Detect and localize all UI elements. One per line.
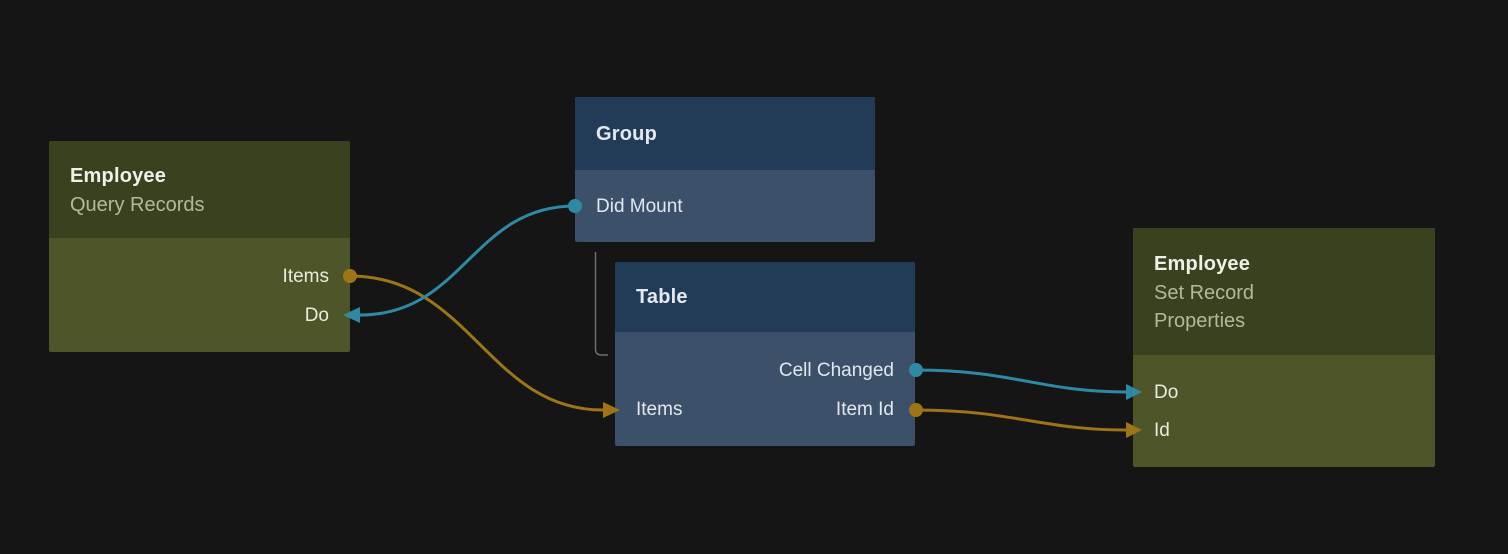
port-label: Do <box>1154 381 1179 403</box>
node-employee-set-record-properties[interactable]: Employee Set Record Properties Do Id <box>1133 228 1435 467</box>
port-label: Did Mount <box>596 196 683 217</box>
port-items-input-label: Items <box>636 399 683 420</box>
node-table[interactable]: Table Cell Changed Items Item Id <box>615 262 915 446</box>
node-header: Table <box>615 262 915 332</box>
node-title: Group <box>596 122 657 145</box>
port-items-output[interactable]: Items <box>49 257 350 296</box>
port-label: Cell Changed <box>778 360 894 381</box>
node-body: Did Mount <box>575 170 875 242</box>
node-title: Employee <box>70 164 167 187</box>
port-label: Items <box>282 266 329 287</box>
port-cell-changed-output[interactable]: Cell Changed <box>615 351 915 390</box>
edge-table-itemid-to-setrecord-id[interactable] <box>915 408 1127 432</box>
port-label: Do <box>304 305 329 326</box>
port-label: Id <box>1154 419 1170 441</box>
port-id-input[interactable]: Id <box>1133 411 1435 449</box>
port-row-items-itemid[interactable]: Items Item Id <box>615 390 915 429</box>
port-did-mount-output[interactable]: Did Mount <box>575 187 875 226</box>
node-subtitle: Query Records <box>70 193 205 216</box>
node-title: Employee <box>1154 252 1251 275</box>
port-item-id-output-label: Item Id <box>835 399 894 420</box>
node-body: Cell Changed Items Item Id <box>615 332 915 446</box>
edge-table-cellchanged-to-setrecord-do[interactable] <box>915 368 1127 394</box>
node-header: Employee Query Records <box>49 141 350 238</box>
node-body: Items Do <box>49 238 350 352</box>
node-body: Do Id <box>1133 355 1435 467</box>
edge-group-didmount-to-query-do[interactable] <box>359 204 576 317</box>
port-do-input[interactable]: Do <box>49 296 350 335</box>
group-child-link <box>594 252 608 356</box>
node-employee-query-records[interactable]: Employee Query Records Items Do <box>49 141 350 352</box>
node-title: Table <box>636 286 688 308</box>
edge-query-items-to-table-items[interactable] <box>349 274 604 412</box>
node-group[interactable]: Group Did Mount <box>575 97 875 242</box>
node-subtitle: Set Record Properties <box>1154 281 1255 332</box>
port-do-input[interactable]: Do <box>1133 373 1435 411</box>
node-header: Employee Set Record Properties <box>1133 228 1435 355</box>
node-header: Group <box>575 97 875 170</box>
